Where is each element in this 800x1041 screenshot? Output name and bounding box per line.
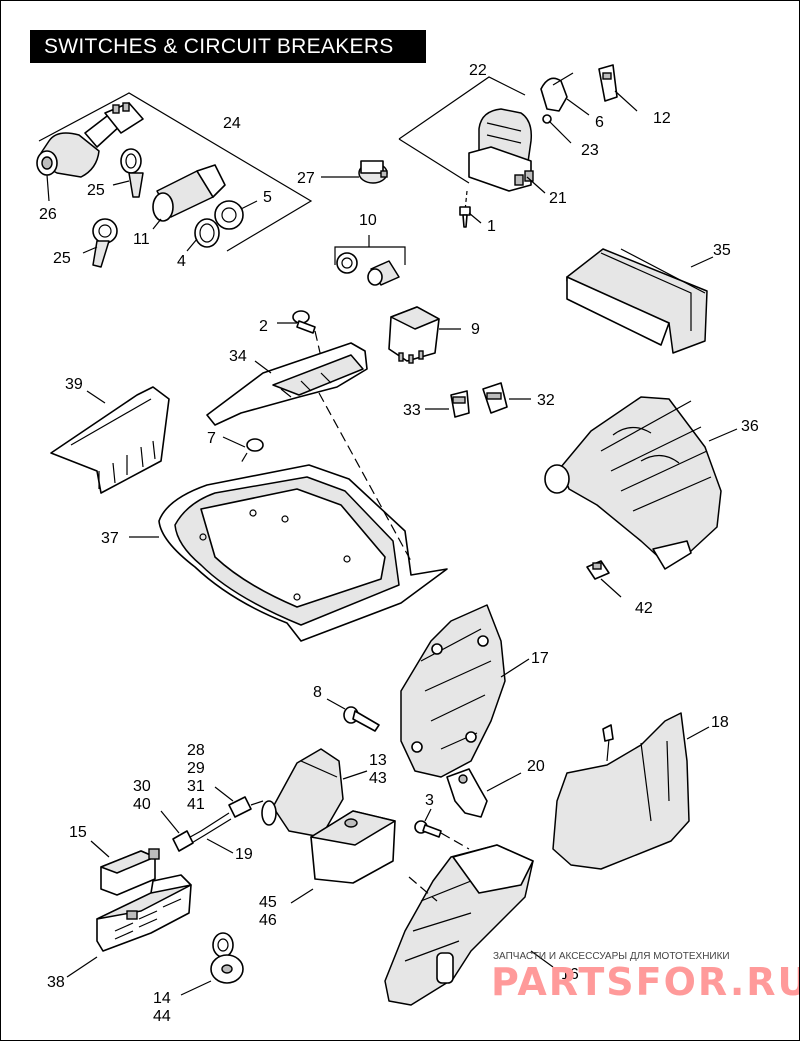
callout-18: 18 [711, 714, 729, 731]
callout-30: 30 [133, 778, 151, 795]
callout-11: 11 [133, 231, 150, 248]
callout-29: 29 [187, 760, 205, 777]
callout-2: 2 [259, 318, 268, 335]
callout-1: 1 [487, 218, 496, 235]
module-part-45 [310, 810, 396, 884]
callout-31: 31 [187, 778, 205, 795]
callout-35: 35 [713, 242, 731, 259]
callout-7: 7 [207, 430, 216, 447]
callout-23: 23 [581, 142, 599, 159]
callout-16: 16 [561, 966, 579, 983]
key-part-25-lower [92, 218, 118, 268]
key-part-25-upper [120, 148, 144, 198]
group-22-bracket-lines [398, 76, 526, 184]
callout-39: 39 [65, 376, 83, 393]
harness-part-19 [172, 812, 232, 852]
plug-part-7 [240, 438, 264, 464]
callout-25-lower: 25 [53, 250, 71, 267]
callout-38: 38 [47, 974, 65, 991]
switch-part-10 [336, 252, 400, 286]
cover-part-35 [566, 248, 708, 354]
callout-19: 19 [235, 846, 253, 863]
screw-part-1 [459, 190, 471, 228]
relay-part-9 [388, 306, 440, 364]
callout-20: 20 [527, 758, 545, 775]
connector-part-28 [228, 796, 264, 818]
callout-33: 33 [403, 402, 421, 419]
nut-part-5 [214, 200, 244, 230]
leader-lines [46, 90, 738, 996]
switch-part-27 [358, 160, 388, 184]
base-part-16 [384, 844, 534, 1006]
callout-40: 40 [133, 796, 151, 813]
callout-3: 3 [425, 792, 434, 809]
clip-part-42 [586, 560, 610, 580]
callout-4: 4 [177, 253, 186, 270]
callout-46: 46 [259, 912, 277, 929]
callout-13: 13 [369, 752, 387, 769]
group-10-bracket [334, 235, 406, 265]
terminal-part-6-23 [540, 72, 574, 124]
callout-41: 41 [187, 796, 205, 813]
socket-part-15 [100, 848, 160, 896]
callout-45: 45 [259, 894, 277, 911]
callout-15: 15 [69, 824, 87, 841]
callout-5: 5 [263, 189, 272, 206]
screw-part-3 [414, 820, 470, 850]
bracket-part-20 [446, 768, 488, 818]
callout-10: 10 [359, 212, 377, 229]
washer-part-4 [194, 218, 220, 248]
callout-37: 37 [101, 530, 119, 547]
callout-28: 28 [187, 742, 205, 759]
callout-numbers: 22 12 6 23 21 1 24 5 4 11 25 25 26 27 10… [39, 62, 759, 1025]
callout-21: 21 [549, 190, 567, 207]
tag-part-14 [210, 932, 244, 984]
callout-9: 9 [471, 321, 480, 338]
starter-relay-part-21 [468, 108, 534, 192]
callout-32: 32 [537, 392, 555, 409]
fuse-part-33 [450, 390, 470, 418]
lock-cylinder-part-11 [152, 164, 226, 222]
callout-43: 43 [369, 770, 387, 787]
callout-17: 17 [531, 650, 549, 667]
callout-25-upper: 25 [87, 182, 105, 199]
callout-44: 44 [153, 1008, 171, 1025]
callout-22: 22 [469, 62, 487, 79]
group-24-bracket-lines [38, 92, 313, 252]
fuse-part-32 [482, 382, 508, 414]
screw-part-8 [343, 706, 380, 732]
callout-27: 27 [297, 170, 315, 187]
fuse-block-part-38 [96, 874, 192, 952]
callout-8: 8 [313, 684, 322, 701]
ignition-switch-part-26 [36, 102, 144, 178]
callout-12: 12 [653, 110, 671, 127]
callout-26: 26 [39, 206, 57, 223]
housing-part-13 [261, 748, 344, 838]
bracket-part-39 [50, 386, 170, 494]
title-banner: SWITCHES & CIRCUIT BREAKERS [30, 30, 426, 63]
callout-36: 36 [741, 418, 759, 435]
plate-part-34 [206, 342, 368, 426]
clip-part-12 [598, 64, 618, 102]
watermark-brand: PARTSFOR.RU [491, 960, 799, 1004]
callout-42: 42 [635, 600, 653, 617]
callout-24: 24 [223, 115, 241, 132]
screw-part-2 [292, 310, 322, 358]
cover-part-18 [552, 712, 690, 870]
callout-6: 6 [595, 114, 604, 131]
watermark-subtitle: ЗАПЧАСТИ И АКСЕССУАРЫ ДЛЯ МОТОТЕХНИКИ [493, 951, 730, 962]
watermark: ЗАПЧАСТИ И АКСЕССУАРЫ ДЛЯ МОТОТЕХНИКИ PA… [491, 951, 799, 1004]
page-title: SWITCHES & CIRCUIT BREAKERS [44, 35, 394, 58]
callout-14: 14 [153, 990, 171, 1007]
mounting-bracket-part-17 [400, 604, 506, 778]
carrier-part-36 [544, 396, 722, 570]
tray-part-37 [158, 392, 448, 642]
callout-34: 34 [229, 348, 247, 365]
